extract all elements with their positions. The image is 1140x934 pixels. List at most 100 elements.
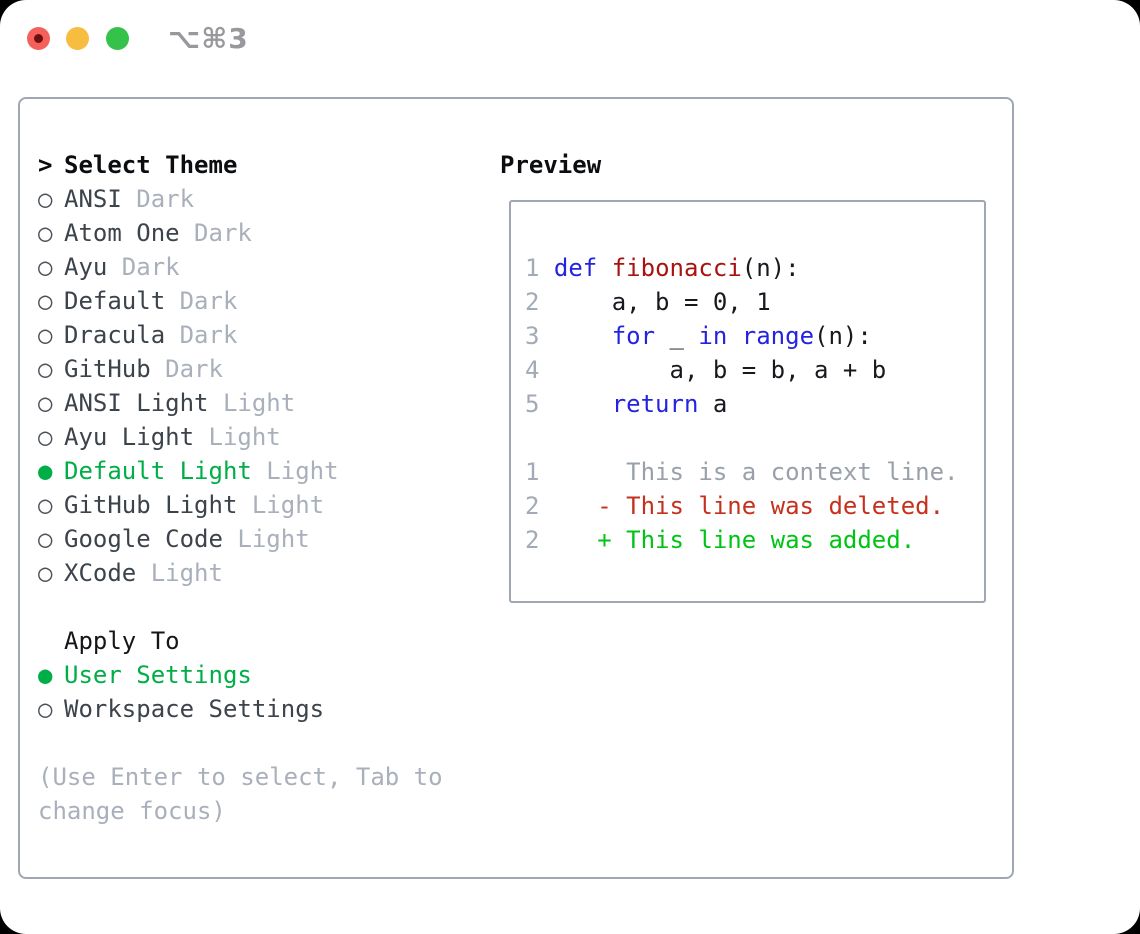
zoom-button[interactable] [106, 27, 129, 50]
radio-unselected-icon: ○ [38, 389, 53, 417]
radio-selected-icon: ● [38, 661, 53, 689]
theme-option-default[interactable]: ○Default Dark [38, 284, 484, 318]
apply-option-label: User Settings [64, 661, 252, 689]
theme-name: XCode [64, 559, 137, 587]
radio-unselected-icon: ○ [38, 491, 53, 519]
theme-variant-label: Light [208, 389, 296, 417]
theme-option-xcode[interactable]: ○ XCode Light [38, 556, 484, 590]
line-number: 3 [525, 322, 554, 350]
theme-name: Default Light [64, 457, 252, 485]
code-segment: def [553, 254, 598, 282]
code-segment: for [611, 322, 656, 350]
theme-option-ayu-light[interactable]: ○ Ayu Light Light [38, 420, 484, 454]
code-line: 3 for _ in range(n): [525, 319, 984, 353]
radio-unselected-icon: ○ [38, 185, 53, 213]
theme-options-list: ○ANSI Dark○Atom One Dark○Ayu Dark○Defaul… [38, 182, 484, 590]
theme-name: ANSI Light [64, 389, 209, 417]
theme-name: Ayu Light [64, 423, 195, 451]
theme-option-ayu[interactable]: ○Ayu Dark [38, 250, 484, 284]
apply-option-user-settings[interactable]: ● User Settings [38, 658, 484, 692]
line-number: 1 [525, 254, 554, 282]
theme-list-title: Select Theme [64, 151, 238, 179]
code-segment [597, 254, 611, 282]
radio-selected-icon: ● [38, 457, 53, 485]
theme-name: Atom One [64, 219, 180, 247]
close-button-dot-icon [34, 34, 43, 43]
code-segment [554, 390, 612, 418]
theme-selector-panel: > Select Theme ○ANSI Dark○Atom One Dark○… [18, 97, 1014, 879]
code-segment [554, 322, 612, 350]
focus-marker: > [38, 151, 53, 179]
code-segment: in [698, 322, 728, 350]
theme-name: Ayu [64, 253, 108, 281]
theme-variant-label: Light [222, 525, 310, 553]
code-segment: (n): [741, 254, 800, 282]
theme-name: GitHub Light [64, 491, 238, 519]
line-number: 2 [525, 288, 554, 316]
code-line: 2 + This line was added. [525, 523, 984, 557]
minimize-button[interactable] [66, 27, 89, 50]
code-segment: range [741, 322, 815, 350]
theme-variant-label: Dark [150, 355, 223, 383]
theme-variant-label: Light [237, 491, 325, 519]
line-number: 2 [525, 492, 554, 520]
theme-variant-label: Dark [179, 219, 252, 247]
theme-option-ansi[interactable]: ○ANSI Dark [38, 182, 484, 216]
theme-variant-label: Light [194, 423, 281, 451]
code-segment: a [698, 390, 728, 418]
theme-variant-label: Dark [121, 185, 195, 213]
keyboard-shortcut-label: ⌥⌘3 [168, 22, 249, 55]
theme-name: Dracula [64, 321, 166, 349]
theme-variant-label: Dark [107, 253, 180, 281]
line-number: 2 [525, 526, 554, 554]
theme-option-ansi-light[interactable]: ○ ANSI Light Light [38, 386, 484, 420]
code-segment [727, 322, 741, 350]
theme-variant-label: Light [251, 457, 339, 485]
theme-option-github-light[interactable]: ○ GitHub Light Light [38, 488, 484, 522]
theme-option-dracula[interactable]: ○Dracula Dark [38, 318, 484, 352]
radio-unselected-icon: ○ [38, 219, 53, 247]
line-number: 4 [525, 356, 554, 384]
theme-name: Google Code [64, 525, 223, 553]
theme-option-default-light[interactable]: ● Default Light Light [38, 454, 484, 488]
radio-unselected-icon: ○ [38, 423, 53, 451]
window-titlebar: ⌥⌘3 [0, 0, 1140, 76]
apply-to-header-spacer [38, 624, 64, 658]
radio-unselected-icon: ○ [38, 525, 53, 553]
apply-option-label: Workspace Settings [64, 695, 325, 723]
apply-option-workspace-settings[interactable]: ○Workspace Settings [38, 692, 484, 726]
code-line [525, 421, 984, 455]
theme-list-header: > Select Theme [38, 148, 484, 182]
code-line: 4 a, b = b, a + b [525, 353, 984, 387]
theme-name: Default [64, 287, 166, 315]
theme-name: GitHub [64, 355, 151, 383]
help-text: (Use Enter to select, Tab to change focu… [38, 763, 443, 825]
radio-unselected-icon: ○ [38, 559, 53, 587]
line-number: 1 [525, 458, 554, 486]
code-line: 1 This is a context line. [525, 455, 984, 489]
code-segment: return [611, 390, 699, 418]
preview-title: Preview [500, 151, 602, 179]
theme-option-github[interactable]: ○ GitHub Dark [38, 352, 484, 386]
theme-variant-label: Dark [165, 287, 238, 315]
theme-variant-label: Dark [165, 321, 238, 349]
theme-list-section: > Select Theme ○ANSI Dark○Atom One Dark○… [38, 148, 484, 828]
theme-option-atom-one[interactable]: ○ Atom One Dark [38, 216, 484, 250]
code-line: 1 def fibonacci(n): [525, 251, 984, 285]
apply-to-title: Apply To [64, 627, 180, 655]
close-button[interactable] [27, 27, 50, 50]
apply-to-options-list: ● User Settings ○Workspace Settings [38, 658, 484, 726]
theme-variant-label: Light [136, 559, 223, 587]
code-segment: a, b = b, a + b [553, 356, 887, 384]
code-line: 2 a, b = 0, 1 [525, 285, 984, 319]
code-line: 2 - This line was deleted. [525, 489, 984, 523]
line-number [525, 424, 539, 452]
code-segment: + This line was added. [553, 526, 916, 554]
code-segment: a, b = 0, 1 [553, 288, 771, 316]
code-line: 5 return a [525, 387, 984, 421]
radio-unselected-icon: ○ [38, 355, 53, 383]
theme-option-google-code[interactable]: ○ Google Code Light [38, 522, 484, 556]
